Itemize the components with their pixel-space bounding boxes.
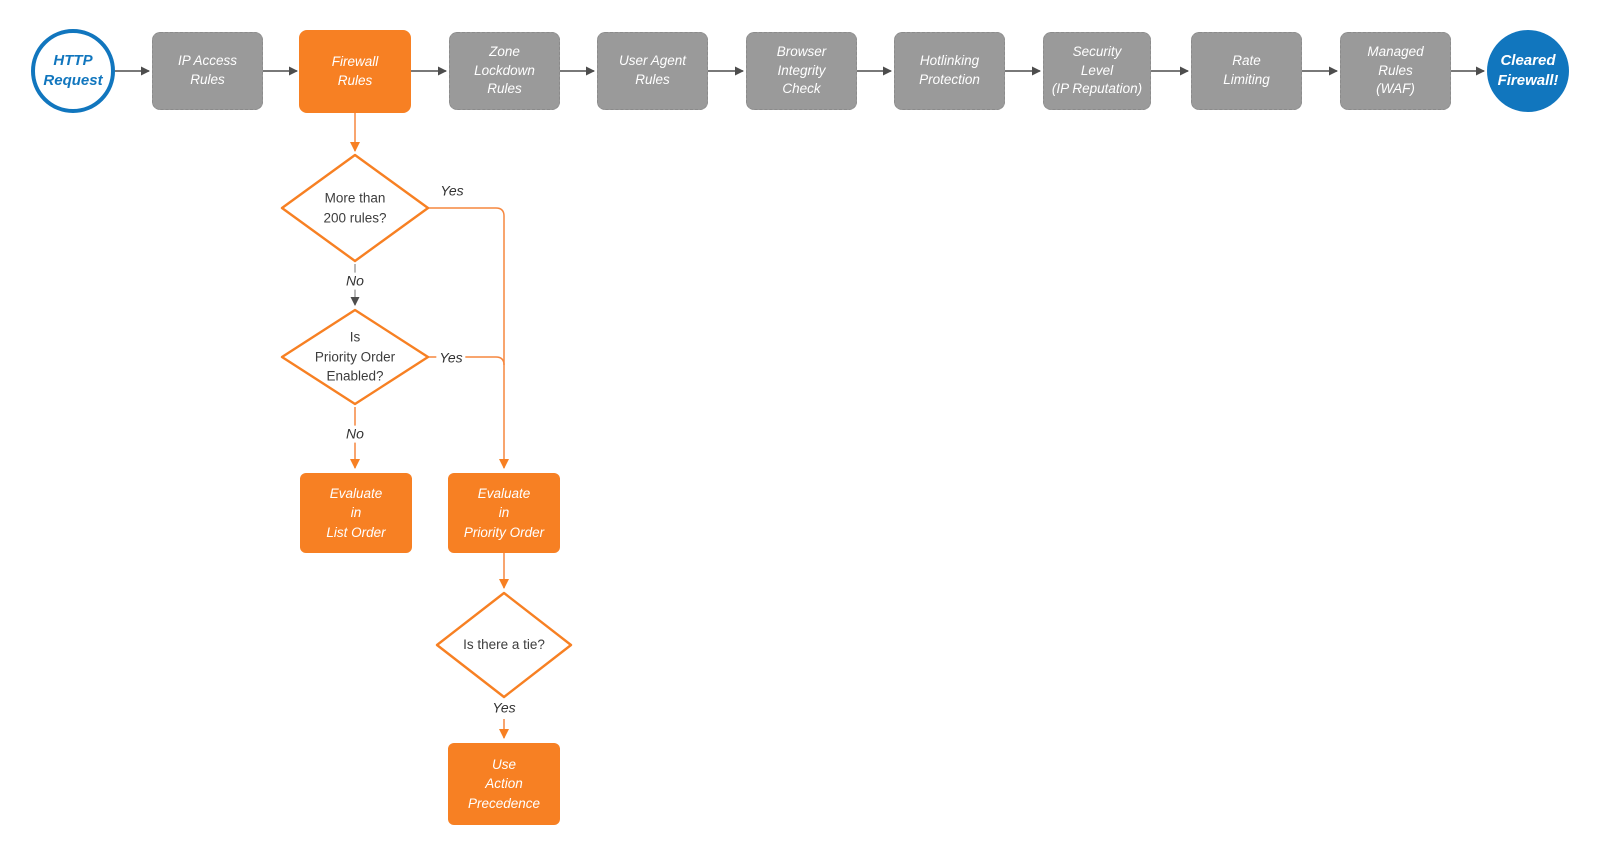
edge-label-rules-yes: Yes [437,182,467,200]
edge-label-tie-yes: Yes [489,699,519,717]
edge-label-rules-no: No [343,272,367,290]
node-managed-rules-waf: Managed Rules (WAF) [1340,32,1451,110]
decision-rule-count-shape [280,153,430,263]
node-hotlinking-protection: Hotlinking Protection [894,32,1005,110]
decision-priority-label: Is Priority Order Enabled? [314,329,396,384]
node-http-request: HTTP Request [31,29,115,113]
node-security-level: Security Level (IP Reputation) [1043,32,1151,110]
decision-priority-shape [280,308,430,406]
node-firewall-rules: Firewall Rules [299,30,411,113]
node-evaluate-priority-order: Evaluate in Priority Order [448,473,560,553]
node-use-action-precedence: Use Action Precedence [448,743,560,825]
node-evaluate-list-order: Evaluate in List Order [300,473,412,553]
edge-label-priority-no: No [343,425,367,443]
decision-rule-count-label: More than 200 rules? [323,190,387,225]
edge-label-priority-yes: Yes [436,349,466,367]
node-browser-integrity-check: Browser Integrity Check [746,32,857,110]
edge-decision-rules-yes [428,207,509,469]
node-cleared-firewall: Cleared Firewall! [1487,30,1569,112]
node-user-agent-rules: User Agent Rules [597,32,708,110]
decision-tie-shape [435,591,573,699]
node-zone-lockdown-rules: Zone Lockdown Rules [449,32,560,110]
decision-tie-label: Is there a tie? [463,637,545,653]
node-ip-access-rules: IP Access Rules [152,32,263,110]
edge-decision-priority-yes [428,356,505,366]
node-rate-limiting: Rate Limiting [1191,32,1302,110]
